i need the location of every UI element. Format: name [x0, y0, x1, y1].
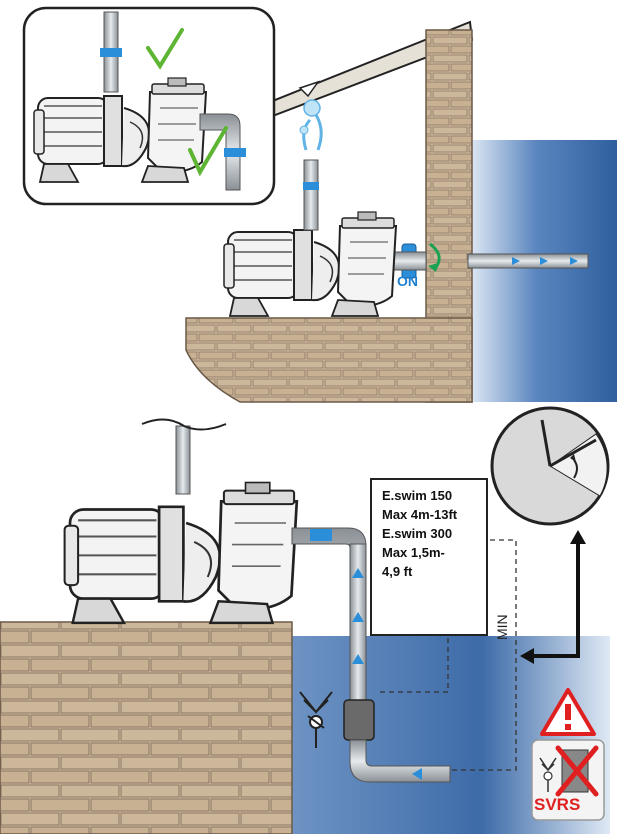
svrs-label: SVRS [534, 795, 581, 814]
check-mark-icon [146, 28, 184, 70]
clock-icon [490, 406, 610, 526]
on-label: ON [397, 273, 418, 289]
spec-line-3: E.swim 300 [382, 526, 453, 541]
warning-triangle-icon [540, 688, 596, 736]
pool-water-top [470, 140, 617, 402]
spec-line-5: 4,9 ft [382, 564, 413, 579]
check-mark-icon [188, 126, 228, 177]
min-label: MIN [494, 614, 510, 640]
spec-line-1: E.swim 150 [382, 488, 453, 503]
pump-bottom [63, 481, 299, 625]
spec-box: E.swim 150 Max 4m-13ft E.swim 300 Max 1,… [370, 478, 488, 636]
spec-line-4: Max 1,5m- [382, 545, 445, 560]
brick-ledge-top [185, 317, 473, 403]
brick-wall-bottom [0, 621, 293, 834]
crossed-out-valve-icon [531, 739, 605, 821]
check-valve-symbol-icon [299, 691, 333, 748]
spec-line-2: Max 4m-13ft [382, 507, 458, 522]
